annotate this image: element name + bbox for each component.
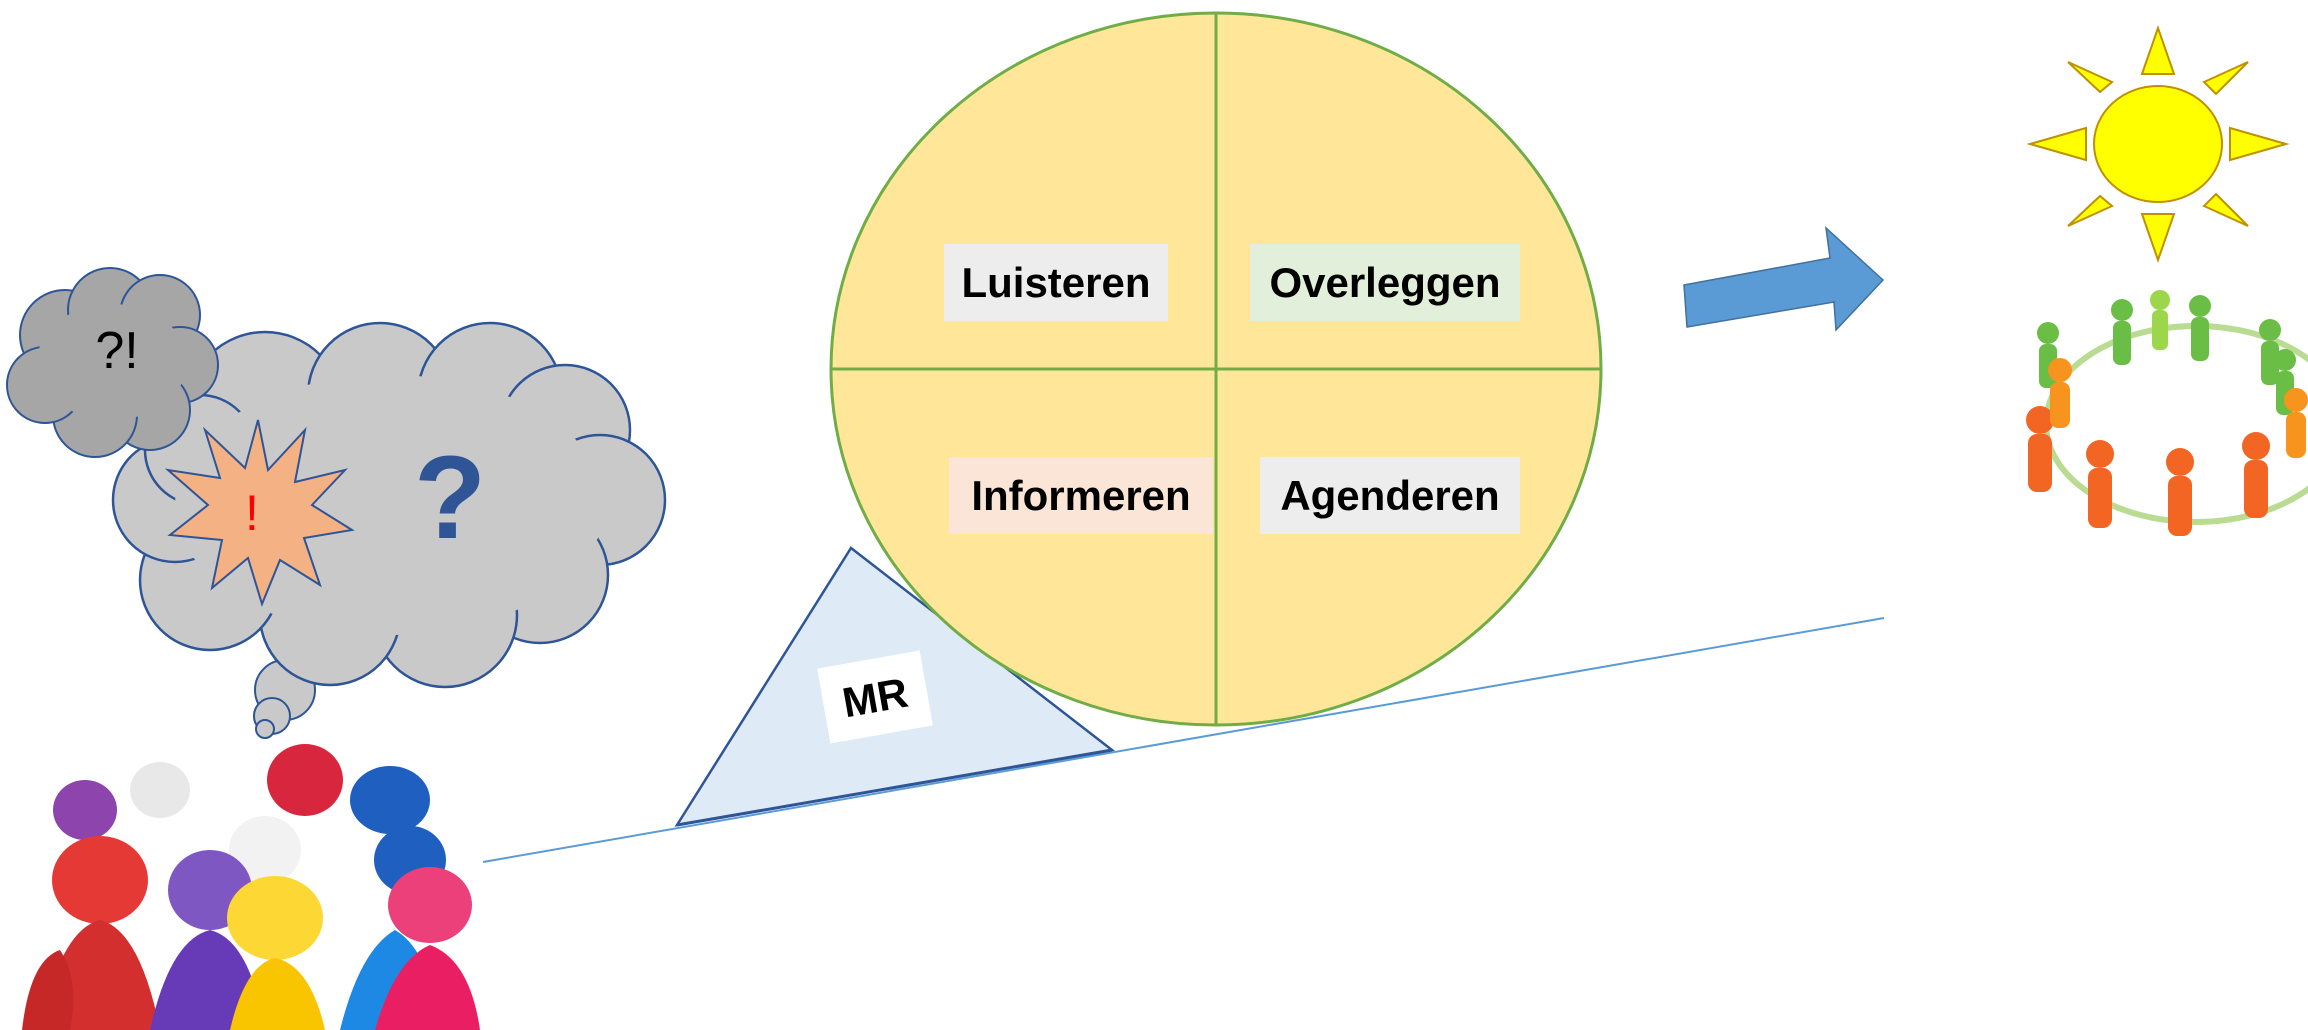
sun-icon [2026,24,2290,264]
burst-text: ! [245,485,259,541]
small-cloud-text: ?! [95,322,138,380]
mr-label: MR [839,669,911,727]
big-thought-cloud [111,321,667,689]
label-box-agenderen [1260,457,1520,534]
exclamation-burst [164,419,355,607]
label-luisteren: Luisteren [961,259,1150,306]
big-question-mark: ? [414,432,486,564]
label-overleggen: Overleggen [1269,259,1500,306]
label-box-overleggen [1250,244,1520,321]
mr-wedge: MR [674,546,1116,827]
label-agenderen: Agenderen [1280,472,1499,519]
slope-line [482,617,1885,863]
right-arrow-icon [1683,226,1885,332]
label-box-luisteren [944,244,1168,321]
mr-label-box [817,650,933,744]
quadrant-circle: Luisteren Overleggen Informeren Agendere… [829,11,1603,727]
label-box-informeren [949,457,1213,534]
people-circle-icon [2026,290,2308,536]
pawns-image [22,744,482,1030]
small-thought-cloud [6,267,219,458]
label-informeren: Informeren [971,472,1190,519]
